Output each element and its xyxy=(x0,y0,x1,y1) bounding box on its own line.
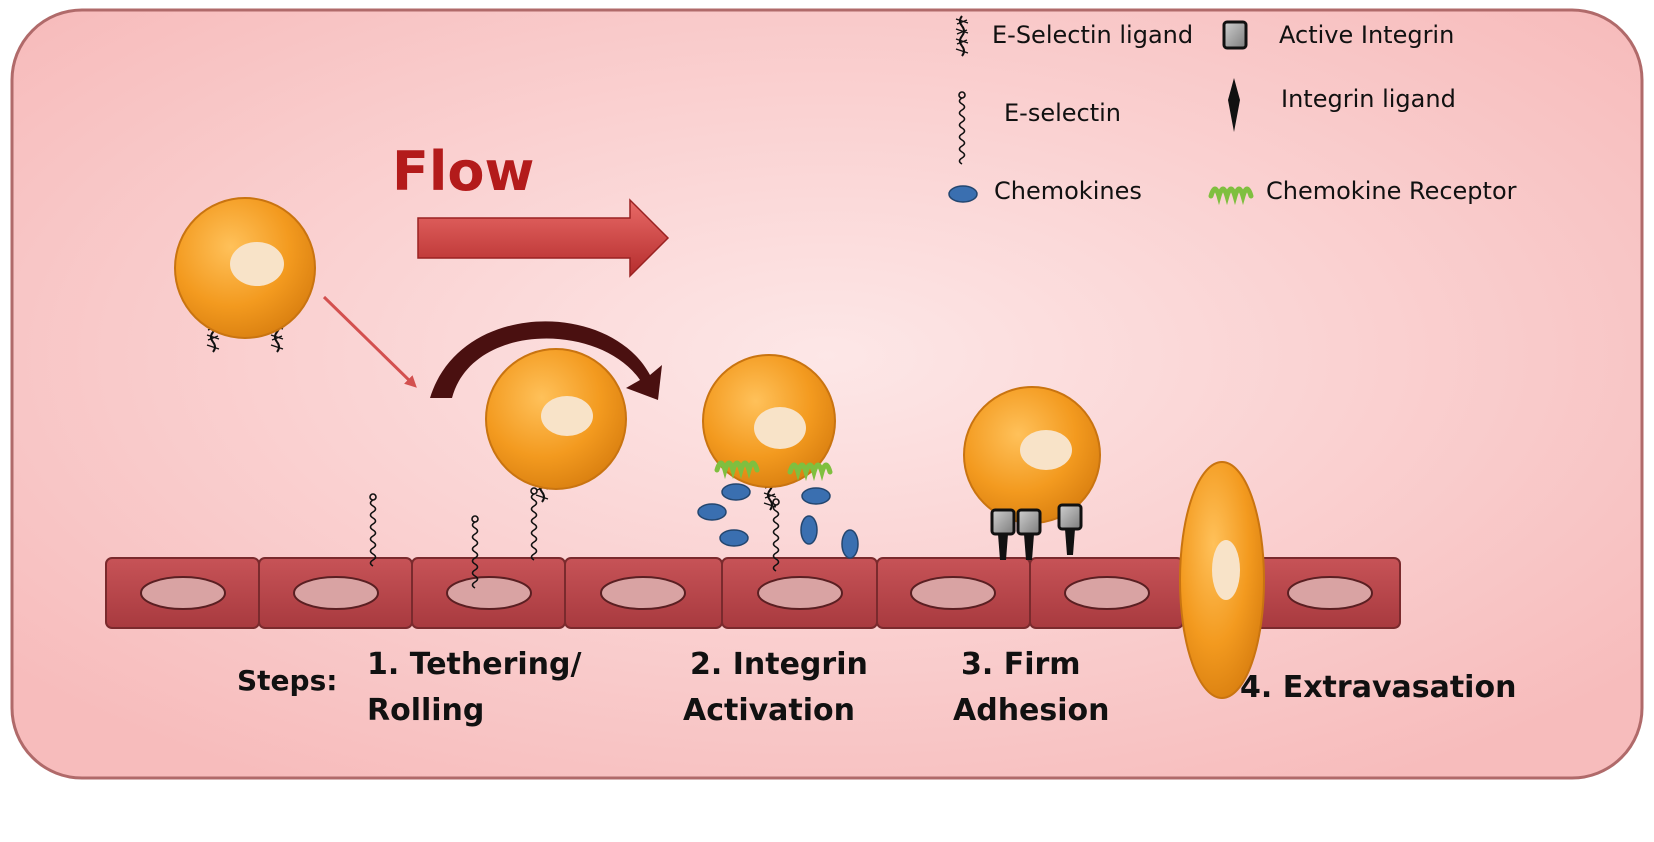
extravasating-leukocyte xyxy=(1179,461,1265,699)
endothelial-cell xyxy=(411,557,566,629)
legend-chemokines: Chemokines xyxy=(994,177,1142,205)
chemokines-cluster xyxy=(697,483,859,559)
step-2-label-line2: Activation xyxy=(683,693,855,728)
step-4-label: 4. Extravasation xyxy=(1240,670,1516,705)
endothelial-cell xyxy=(721,557,878,629)
legend-e-selectin: E-selectin xyxy=(1004,99,1121,127)
step-2-label-line1: 2. Integrin xyxy=(690,647,868,682)
endothelial-cell xyxy=(876,557,1031,629)
step-labels: Steps: 1. Tethering/ Rolling 2. Integrin… xyxy=(237,647,1516,728)
legend-integrin-ligand: Integrin ligand xyxy=(1281,85,1456,113)
endothelial-cell xyxy=(1244,557,1401,629)
active-integrin-icon xyxy=(1222,20,1248,50)
endothelial-layer xyxy=(105,557,1401,629)
endothelial-cell xyxy=(105,557,260,629)
adherent-leukocyte xyxy=(963,386,1101,562)
tethering-arrow xyxy=(322,295,417,388)
activating-leukocyte xyxy=(702,354,836,572)
chemokine-icon xyxy=(948,185,978,203)
endothelial-cell xyxy=(564,557,723,629)
step-1-label-line2: Rolling xyxy=(367,693,484,728)
rolling-arrow xyxy=(430,321,662,400)
legend: E-Selectin ligand Active Integrin E-sele… xyxy=(948,15,1517,205)
endothelial-cell xyxy=(258,557,413,629)
steps-prefix: Steps: xyxy=(237,664,337,697)
flow-label: Flow xyxy=(392,140,534,203)
step-3-label-line2: Adhesion xyxy=(953,693,1110,728)
step-3-label-line1: 3. Firm xyxy=(961,647,1081,682)
integrin-ligand-icon xyxy=(1228,78,1240,132)
rolling-leukocyte xyxy=(485,348,627,503)
legend-active-integrin: Active Integrin xyxy=(1279,21,1454,49)
legend-e-selectin-ligand: E-Selectin ligand xyxy=(992,21,1193,49)
flow-arrow xyxy=(417,198,670,278)
legend-chemokine-receptor: Chemokine Receptor xyxy=(1266,177,1517,205)
step-1-label-line1: 1. Tethering/ xyxy=(367,647,581,682)
endothelial-cell xyxy=(1029,557,1184,629)
free-leukocyte xyxy=(174,197,316,353)
